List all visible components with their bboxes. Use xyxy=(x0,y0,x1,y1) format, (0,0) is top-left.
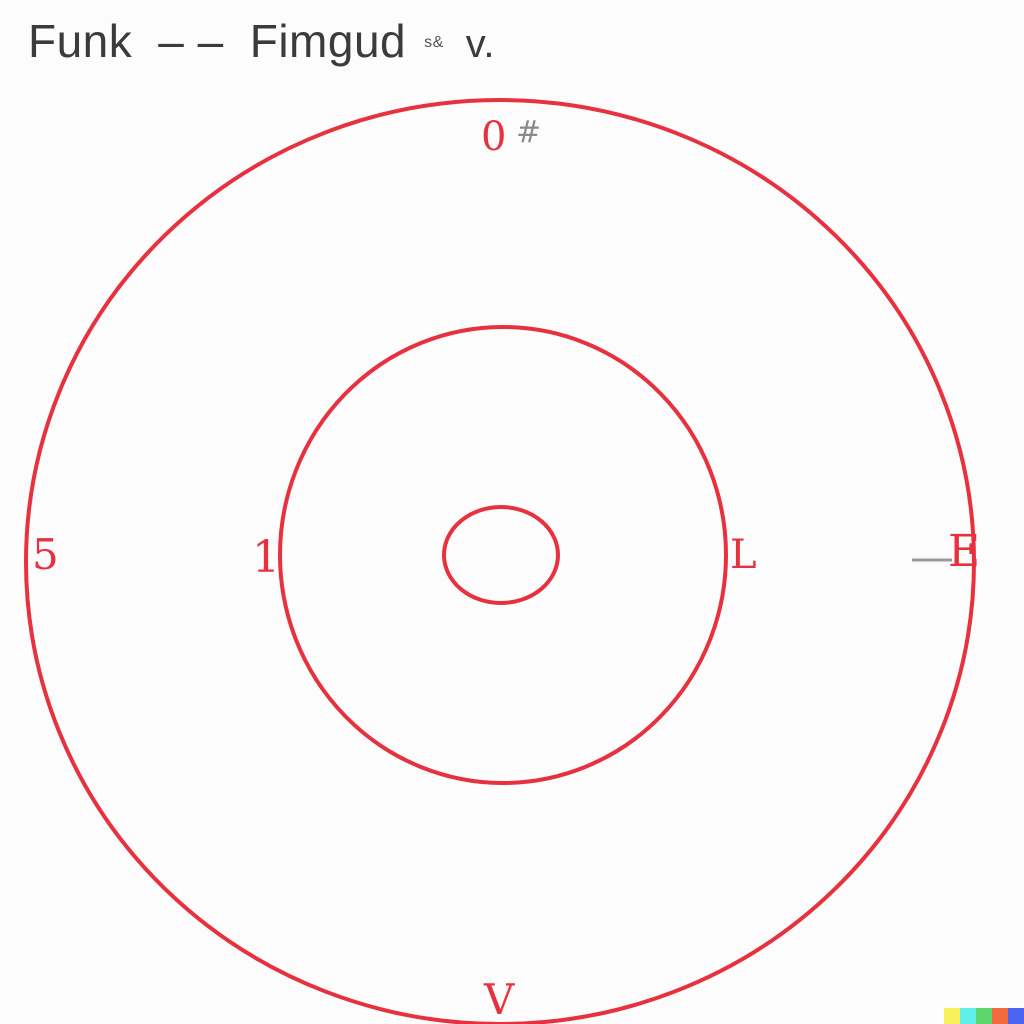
page-title: Funk – – Fimgud s&v. xyxy=(28,14,495,68)
title-tail: v. xyxy=(465,22,495,66)
label-inner-left: 1 xyxy=(252,532,280,583)
outer-ring xyxy=(24,98,976,1024)
middle-ring xyxy=(278,325,728,785)
title-mark: s& xyxy=(424,34,444,51)
color-swatch-cyan xyxy=(960,1008,976,1024)
label-top-extra: # xyxy=(516,115,541,150)
inner-ring xyxy=(442,505,560,605)
title-separator: – – xyxy=(158,15,224,67)
label-left: 5 xyxy=(32,530,59,579)
title-part-1: Funk xyxy=(28,15,133,67)
color-swatch-yellow xyxy=(944,1008,960,1024)
color-swatch-red xyxy=(992,1008,1008,1024)
label-inner-right: L xyxy=(730,532,757,578)
color-swatch-blue xyxy=(1008,1008,1024,1024)
title-part-2: Fimgud xyxy=(249,15,407,67)
color-swatch-green xyxy=(976,1008,992,1024)
label-top: 0 xyxy=(481,114,506,160)
label-right: E xyxy=(948,526,980,577)
label-bottom: V xyxy=(483,975,515,1024)
